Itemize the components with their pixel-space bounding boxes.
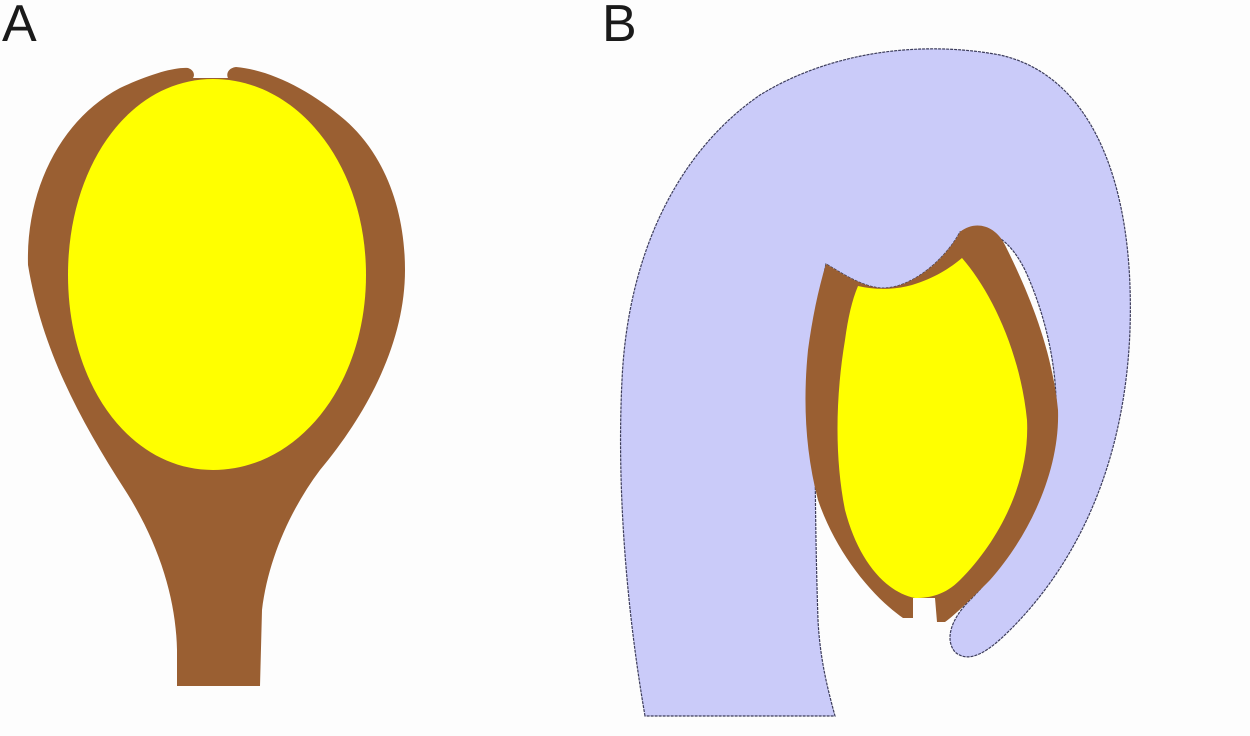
panel-a-figure [27, 67, 406, 686]
panel-b-figure [619, 48, 1131, 717]
panel-label-a: A [2, 0, 37, 53]
panel-b-yellow-core [837, 258, 1028, 598]
panel-label-b: B [602, 0, 637, 53]
panel-a-yellow-core [68, 79, 366, 470]
